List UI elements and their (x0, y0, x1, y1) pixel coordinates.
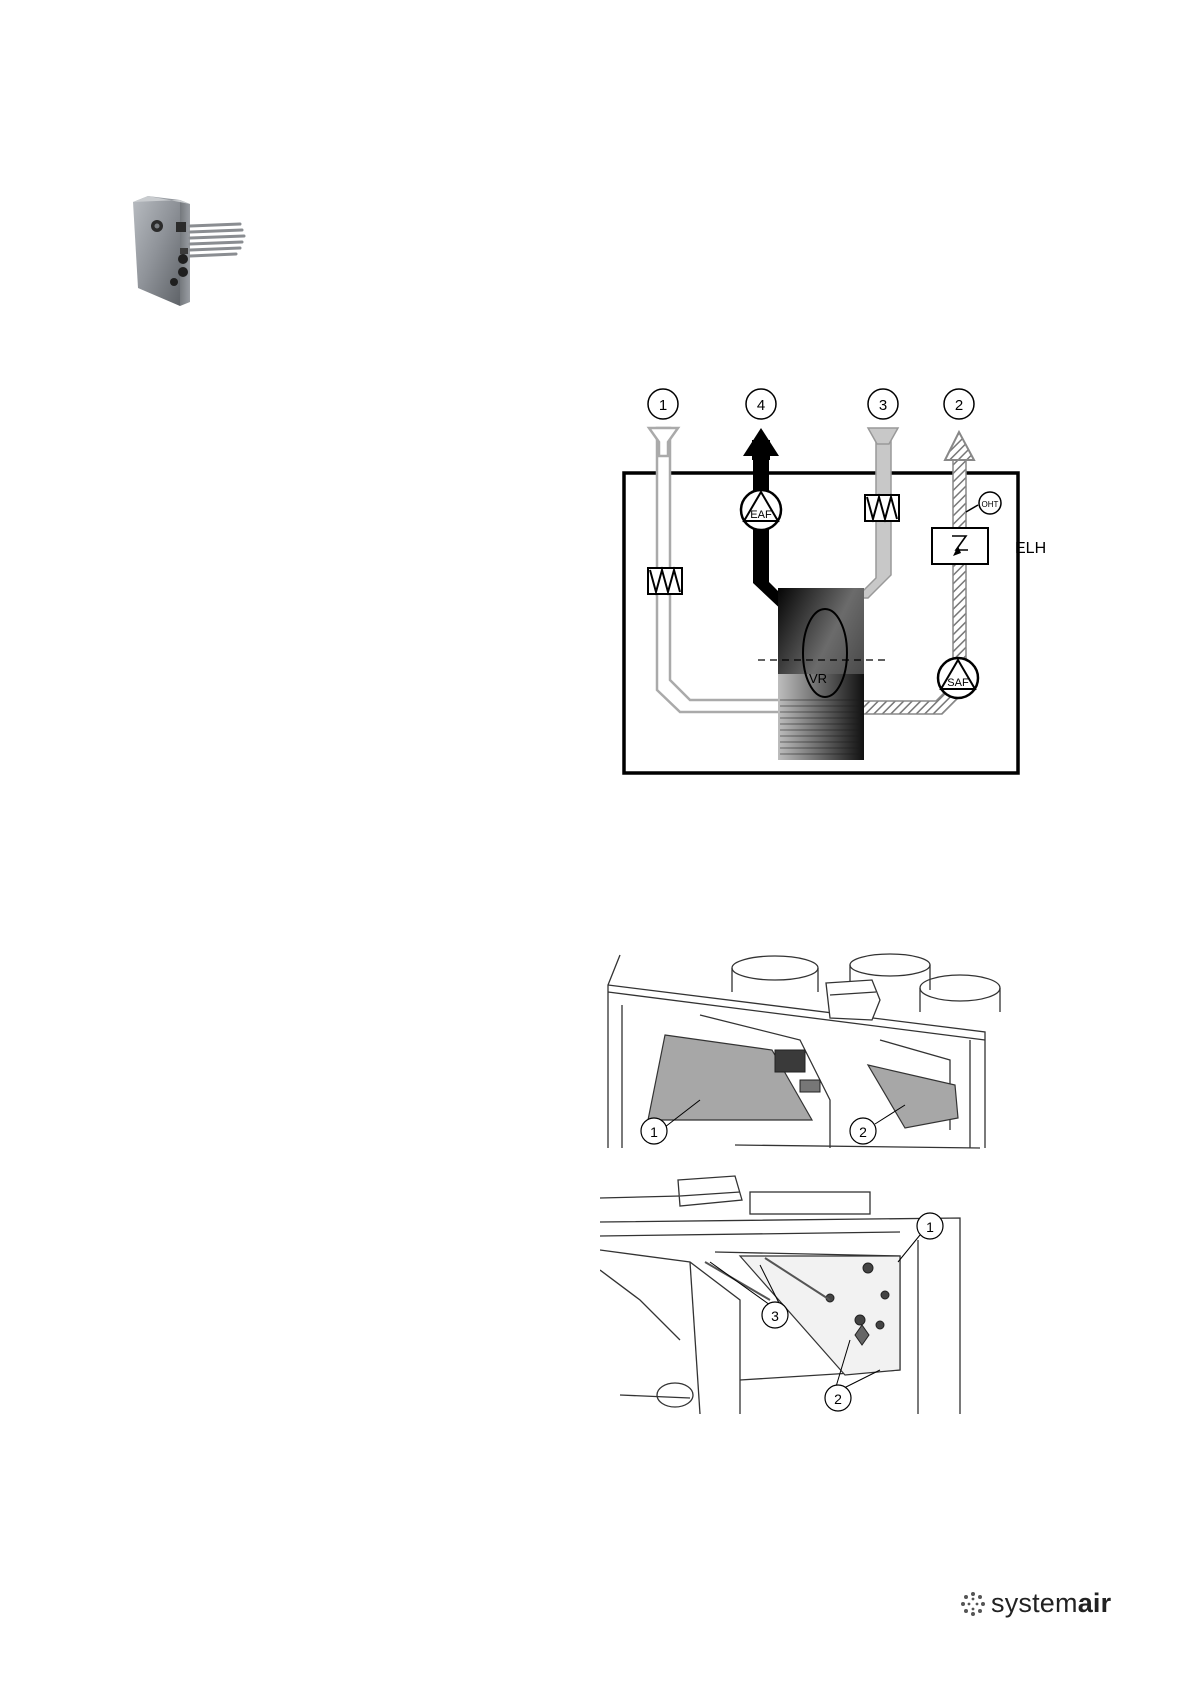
supply-fan-label: SAF (947, 677, 969, 689)
svg-text:3: 3 (771, 1308, 779, 1324)
access-panel-1 (648, 1035, 812, 1120)
supply-fan-icon: SAF (938, 658, 978, 698)
brand-name: systemair (991, 1588, 1111, 1619)
systemair-swirl-icon (960, 1591, 986, 1617)
callout-1: 1 (648, 389, 678, 419)
filter-1-icon (648, 568, 682, 594)
callout-3: 3 (868, 389, 898, 419)
heater-product-photo (130, 196, 250, 308)
exhaust-fan-label: EAF (750, 509, 772, 521)
access-panel-2 (868, 1065, 958, 1128)
svg-text:1: 1 (659, 397, 667, 414)
panel-callout-1: 1 (641, 1118, 667, 1144)
svg-text:1: 1 (650, 1124, 658, 1140)
systemair-logo: systemair (960, 1588, 1111, 1619)
exhaust-fan-icon: EAF (741, 490, 781, 530)
svg-text:3: 3 (879, 397, 887, 414)
airflow-schematic-diagram: VR EAF SAF OHT ELH 1 4 3 2 (600, 380, 1060, 780)
svg-text:2: 2 (955, 397, 963, 414)
detail-callout-1: 1 (917, 1213, 943, 1239)
svg-text:2: 2 (834, 1391, 842, 1407)
heater-label: ELH (1015, 540, 1046, 557)
rotor-label: VR (809, 671, 827, 686)
svg-text:1: 1 (926, 1219, 934, 1235)
callout-4: 4 (746, 389, 776, 419)
detail-callout-2: 2 (825, 1385, 851, 1411)
svg-text:2: 2 (859, 1124, 867, 1140)
access-panels-figure: 1 2 (600, 950, 1020, 1150)
heater-detail-figure: 1 3 2 (600, 1175, 1020, 1420)
filter-3-icon (865, 495, 899, 521)
callout-2: 2 (944, 389, 974, 419)
panel-callout-2: 2 (850, 1118, 876, 1144)
svg-text:4: 4 (757, 397, 765, 414)
rotary-heat-exchanger: VR (758, 588, 890, 760)
electric-heater-icon (932, 528, 988, 564)
detail-callout-3: 3 (762, 1302, 788, 1328)
overheat-label: OHT (982, 500, 999, 509)
